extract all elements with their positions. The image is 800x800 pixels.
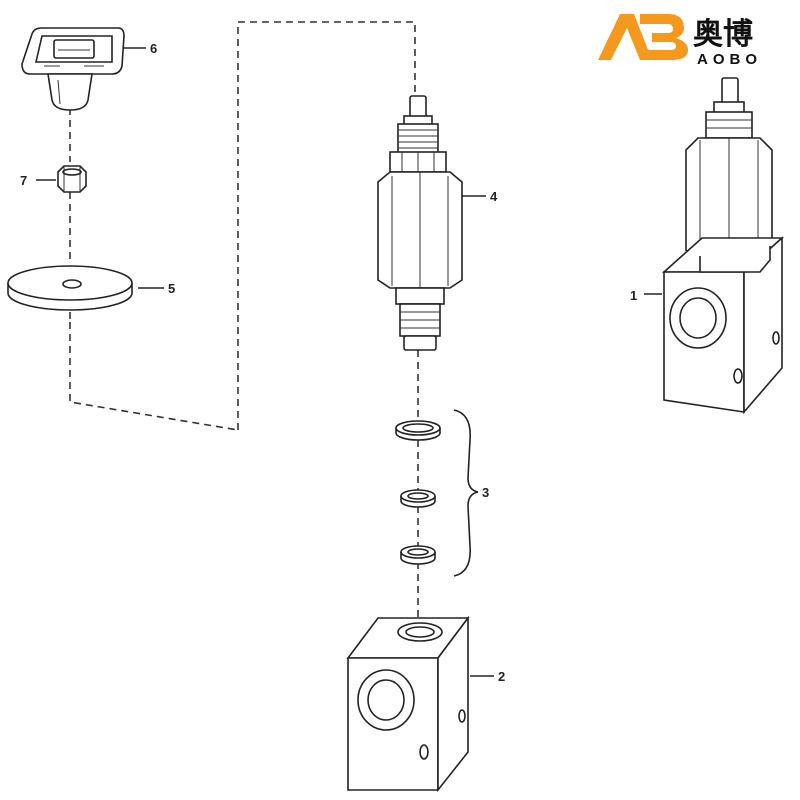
callout-7: 7 bbox=[20, 173, 27, 188]
assembly-path-line bbox=[69, 322, 239, 431]
bracket-brace bbox=[453, 409, 479, 577]
brand-logo: 奥博 AOBO bbox=[598, 14, 762, 68]
part-5-washer-disc bbox=[7, 265, 133, 311]
logo-english-text: AOBO bbox=[697, 51, 762, 68]
part-3-o-ring-small bbox=[400, 545, 436, 565]
part-1-assembled-valve bbox=[661, 77, 785, 415]
part-2-valve-block bbox=[346, 615, 470, 793]
callout-2: 2 bbox=[498, 669, 505, 684]
part-4-cartridge-valve bbox=[377, 95, 463, 351]
callout-3: 3 bbox=[482, 485, 489, 500]
callout-1: 1 bbox=[630, 288, 637, 303]
callout-4: 4 bbox=[490, 189, 498, 204]
part-7-hex-nut bbox=[57, 165, 87, 193]
logo-chinese-text: 奥博 bbox=[693, 17, 753, 52]
logo-mark-icon bbox=[598, 14, 688, 60]
part-3-o-ring-large bbox=[395, 420, 441, 441]
callout-5: 5 bbox=[168, 281, 175, 296]
part-6-display-head bbox=[21, 27, 125, 111]
assembly-path-line bbox=[237, 21, 416, 430]
part-3-o-ring-small bbox=[400, 489, 436, 508]
callout-6: 6 bbox=[150, 41, 157, 56]
